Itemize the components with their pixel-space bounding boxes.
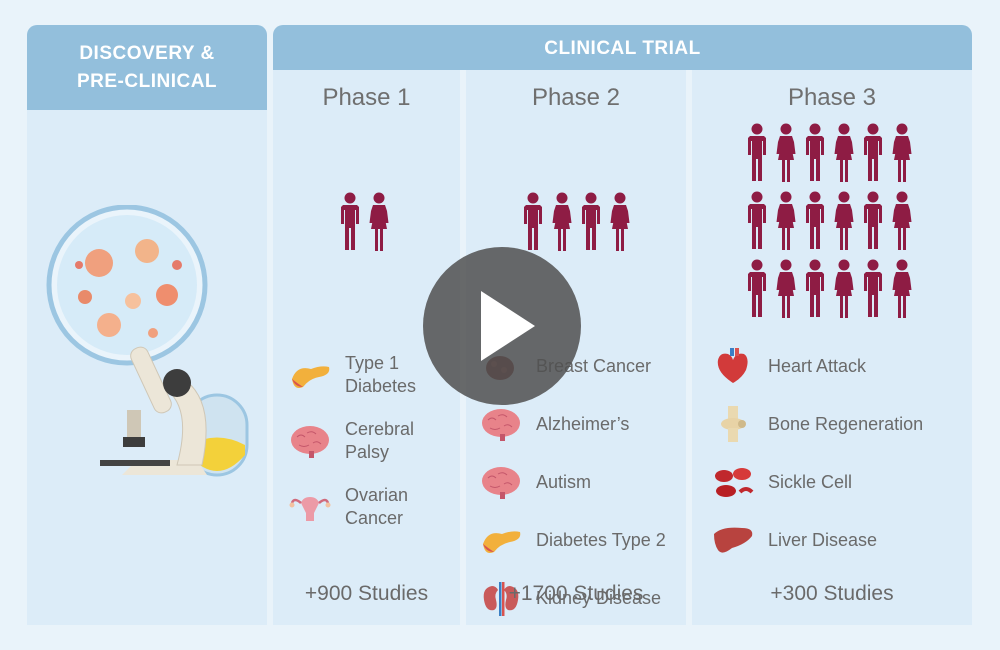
person-icon (369, 192, 389, 251)
condition-item: Autism (480, 464, 686, 500)
condition-item: Ovarian Cancer (289, 484, 459, 530)
condition-label: Kidney Disease (536, 587, 662, 608)
person-icon (864, 191, 882, 249)
person-icon (776, 191, 796, 250)
condition-label: Diabetes Type 2 (536, 529, 666, 550)
uterus-icon (289, 497, 331, 521)
brain-icon (482, 467, 520, 499)
person-icon (524, 192, 542, 250)
person-icon (582, 192, 600, 250)
lab-illustration-icon (46, 205, 249, 477)
person-icon (776, 123, 796, 182)
condition-label: Heart Attack (768, 355, 867, 376)
condition-label: Liver Disease (768, 529, 878, 550)
clinical-title: CLINICAL TRIAL (544, 38, 701, 59)
studies-count: +900 Studies (304, 582, 429, 605)
pancreas-icon (292, 366, 330, 388)
condition-item: Sickle Cell (712, 464, 972, 500)
condition-item: Kidney Disease (480, 580, 686, 616)
person-icon (610, 192, 630, 251)
condition-item: Heart Attack (712, 348, 972, 384)
clinical-trial-panel: CLINICAL TRIAL (273, 25, 972, 625)
condition-label: Cerebral Palsy (345, 419, 415, 462)
condition-label: Bone Regeneration (768, 413, 924, 434)
person-icon (341, 192, 359, 250)
brain-icon (482, 409, 520, 441)
condition-label: Type 1 Diabetes (345, 353, 417, 396)
condition-label: Alzheimer’s (536, 413, 630, 434)
studies-count: +1700 Studies (508, 582, 644, 605)
discovery-header: DISCOVERY & PRE-CLINICAL (27, 25, 267, 110)
person-icon (748, 259, 766, 317)
play-icon (481, 291, 535, 361)
phase-title: Phase 2 (531, 84, 621, 111)
person-icon (892, 259, 912, 318)
condition-label: Sickle Cell (768, 471, 853, 492)
condition-item: Alzheimer’s (480, 406, 686, 442)
play-button[interactable] (423, 247, 581, 405)
person-icon (806, 191, 824, 249)
person-icon (748, 123, 766, 181)
condition-item: Diabetes Type 2 (480, 522, 686, 558)
discovery-panel: DISCOVERY & PRE-CLINICAL (27, 25, 267, 625)
person-icon (806, 259, 824, 317)
person-icon (776, 259, 796, 318)
studies-count: +300 Studies (770, 582, 894, 605)
person-icon (864, 123, 882, 181)
person-icon (834, 123, 854, 182)
person-icon (834, 191, 854, 250)
condition-label: Autism (536, 471, 592, 492)
kidney-icon (483, 582, 519, 616)
person-icon (748, 191, 766, 249)
person-icon (806, 123, 824, 181)
condition-item: Cerebral Palsy (289, 418, 459, 464)
phase-title: Phase 1 (322, 84, 411, 111)
brain-icon (291, 426, 329, 458)
person-icon (892, 123, 912, 182)
participants-group (337, 192, 407, 260)
condition-item: Type 1 Diabetes (289, 352, 459, 398)
phase-title: Phase 3 (787, 84, 877, 111)
clinical-header: CLINICAL TRIAL (273, 25, 972, 70)
discovery-title: DISCOVERY & PRE-CLINICAL (76, 43, 218, 92)
condition-item: Liver Disease (712, 522, 972, 558)
participants-group (744, 123, 930, 327)
knee-joint-icon (721, 406, 746, 442)
person-icon (892, 191, 912, 250)
blood-cells-icon (715, 468, 754, 497)
person-icon (864, 259, 882, 317)
person-icon (834, 259, 854, 318)
condition-label: Ovarian Cancer (345, 485, 409, 528)
liver-icon (714, 527, 753, 553)
condition-item: Bone Regeneration (712, 406, 972, 442)
pancreas-icon (483, 531, 521, 553)
heart-icon (717, 348, 748, 383)
participants-group (520, 192, 644, 260)
person-icon (552, 192, 572, 251)
